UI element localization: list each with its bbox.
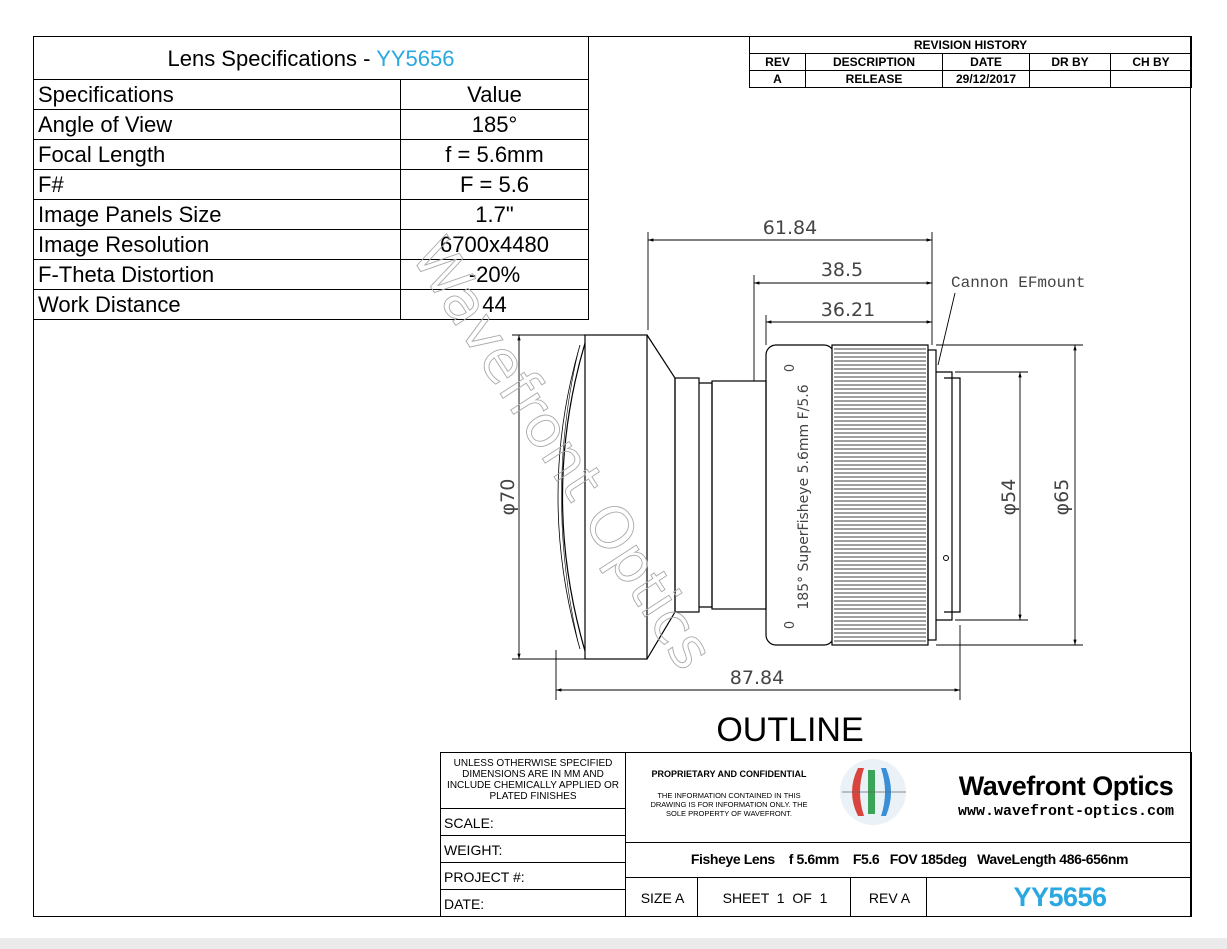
barrel-engraving: 185° SuperFisheye 5.6mm F/5.6: [796, 384, 812, 609]
barrel-mark-bottom: 0: [783, 621, 798, 629]
spec-label: Image Panels Size: [33, 199, 401, 230]
spec-table: Lens Specifications - YY5656 Specificati…: [33, 36, 589, 320]
scale-label: SCALE:: [444, 815, 494, 831]
spec-value: Value: [400, 79, 589, 110]
size-label: SIZE A: [640, 890, 685, 906]
scale-cell: SCALE:: [440, 808, 626, 836]
rev-cell: 29/12/2017: [942, 70, 1030, 88]
rev-cell: [1110, 70, 1192, 88]
spec-label: F#: [33, 169, 401, 200]
spec-value: f = 5.6mm: [400, 139, 589, 170]
outline-label: OUTLINE: [716, 711, 863, 749]
lens-logo-icon: [840, 759, 906, 825]
spec-label: Angle of View: [33, 109, 401, 140]
rev-cell: RELEASE: [805, 70, 943, 88]
watermark: Wavefront Optics: [398, 226, 727, 682]
spec-label: Image Resolution: [33, 229, 401, 260]
sheet-label: SHEET 1 OF 1: [722, 890, 828, 906]
dimension-38-5: 38.5: [821, 259, 863, 281]
general-notes: UNLESS OTHERWISE SPECIFIED DIMENSIONS AR…: [447, 758, 619, 802]
diameter-65: φ65: [1051, 479, 1073, 516]
model-cell: YY5656: [926, 877, 1192, 917]
weight-cell: WEIGHT:: [440, 835, 626, 863]
spec-label: Work Distance: [33, 289, 401, 320]
focus-ring-knurl: [834, 348, 926, 642]
spec-value: -20%: [400, 259, 589, 290]
description-cell: Fisheye Lens f 5.6mm F5.6 FOV 185deg Wav…: [625, 842, 1192, 878]
size-cell: SIZE A: [625, 877, 698, 917]
date-cell: DATE:: [440, 889, 626, 917]
mount-label: Cannon EFmount: [951, 274, 1085, 292]
spec-value: 6700x4480: [400, 229, 589, 260]
model-number: YY5656: [1013, 882, 1107, 912]
lens-description: Fisheye Lens f 5.6mm F5.6 FOV 185deg Wav…: [690, 851, 1129, 867]
date-label: DATE:: [444, 896, 485, 912]
weight-label: WEIGHT:: [444, 842, 503, 858]
barrel-mark-top: 0: [783, 364, 798, 372]
revision-history-table: REVISION HISTORY REV DESCRIPTION DATE DR…: [749, 36, 1192, 88]
proprietary-block: PROPRIETARY AND CONFIDENTIAL THE INFORMA…: [625, 752, 1192, 843]
project-label: PROJECT #:: [444, 869, 525, 885]
spec-title-prefix: Lens Specifications -: [167, 45, 377, 71]
spec-value: F = 5.6: [400, 169, 589, 200]
company-name: Wavefront Optics: [958, 771, 1174, 801]
table-row: A RELEASE 29/12/2017: [749, 70, 1192, 88]
notes-cell: UNLESS OTHERWISE SPECIFIED DIMENSIONS AR…: [440, 752, 626, 809]
proprietary-title: PROPRIETARY AND CONFIDENTIAL: [651, 769, 807, 779]
rev-cell: REV A: [850, 877, 927, 917]
spec-label: Focal Length: [33, 139, 401, 170]
proprietary-text: THE INFORMATION CONTAINED IN THIS DRAWIN…: [650, 791, 808, 818]
spec-value: 185°: [400, 109, 589, 140]
diameter-70: φ70: [497, 479, 519, 516]
table-row: F-Theta Distortion-20%: [33, 259, 589, 290]
bottom-strip: [0, 938, 1227, 949]
table-row: F#F = 5.6: [33, 169, 589, 200]
sheet-cell: SHEET 1 OF 1: [697, 877, 851, 917]
rev-label: REV A: [868, 890, 911, 906]
project-cell: PROJECT #:: [440, 862, 626, 890]
diameter-54: φ54: [998, 479, 1020, 516]
dimension-61-84: 61.84: [763, 217, 817, 239]
company-website: www.wavefront-optics.com: [957, 803, 1175, 820]
dimension-87-84: 87.84: [730, 667, 784, 689]
spec-value: 44: [400, 289, 589, 320]
dimension-36-21: 36.21: [821, 299, 875, 321]
spec-title-model: YY5656: [376, 45, 455, 71]
rev-header: DESCRIPTION: [805, 53, 943, 71]
spec-value: 1.7": [400, 199, 589, 230]
